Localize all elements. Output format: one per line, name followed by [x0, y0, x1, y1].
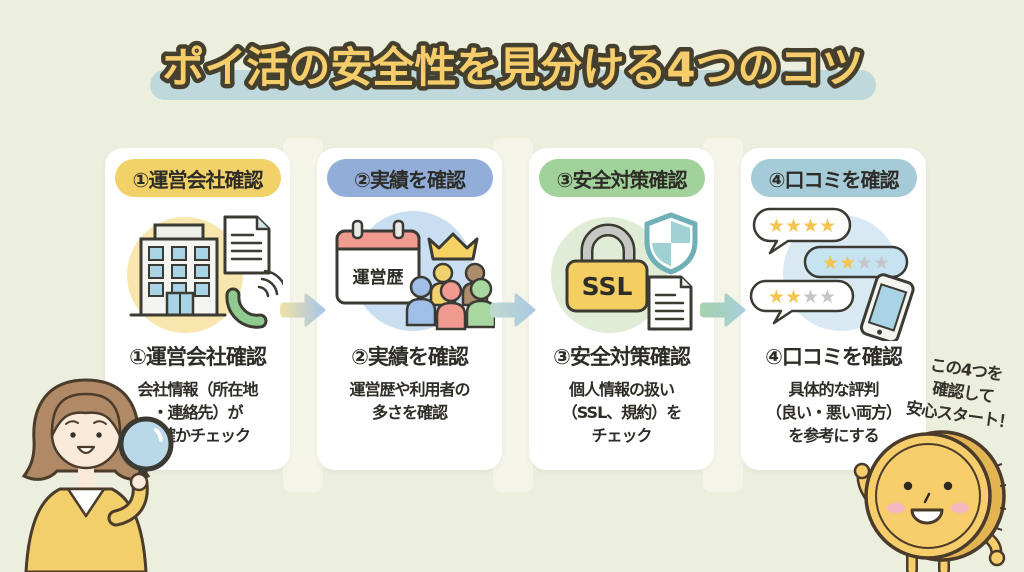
step-badge: ③安全対策確認 — [538, 159, 705, 197]
building-icon — [129, 223, 226, 317]
arrow-right-icon — [490, 293, 536, 327]
speech-bubble-icon: ★★★★ — [752, 207, 852, 255]
step-heading: ④口コミを確認 — [765, 345, 903, 369]
inner-shirt — [66, 487, 106, 518]
calendar-label: 運営歴 — [352, 267, 403, 288]
step-heading: ①運営会社確認 — [129, 345, 267, 369]
arrow-right-icon — [700, 293, 746, 327]
step-badge: ②実績を確認 — [326, 159, 493, 197]
people-icon — [405, 262, 495, 331]
phone-icon — [224, 269, 283, 329]
speech-bubble-icon: ★★★★ — [749, 279, 855, 325]
step-card-safety-check: ③安全対策確認 SSL — [529, 148, 714, 470]
page-title-outline: ポイ活の安全性を見分ける4つのコツ — [162, 43, 863, 92]
step-badge: ①運営会社確認 — [114, 159, 281, 197]
coin-edge-ridges — [995, 463, 1007, 531]
coin-face — [887, 481, 969, 525]
arrow-right-icon — [280, 293, 326, 327]
smartphone-icon — [859, 273, 915, 341]
ssl-lock-icon: SSL — [565, 223, 648, 313]
face-features — [65, 420, 107, 455]
step-heading: ②実績を確認 — [351, 345, 469, 369]
step-description: 個人情報の扱い （SSL、規約）を チェック — [561, 380, 683, 446]
step-description: 具体的な評判 （良い・悪い両方） を参考にする — [765, 380, 902, 446]
document-icon — [647, 275, 692, 331]
star-rating: ★★★★ — [822, 252, 890, 274]
shield-icon — [644, 212, 697, 275]
building-document-phone-icon — [126, 215, 283, 333]
star-rating: ★★★★ — [768, 215, 836, 237]
crown-icon — [427, 232, 478, 261]
step-card-reviews-check: ④口コミを確認 ★★★★ ★★★★ ★★★★ ④口コミを確認 具体的な評判 （良… — [741, 148, 926, 470]
title-highlight-bar — [150, 70, 876, 100]
step-card-track-record: ②実績を確認 運営歴 ②実績を確認 運営歴や利用者の 多さを確認 — [317, 148, 502, 470]
star-rating: ★★★★ — [768, 286, 836, 308]
hand — [129, 472, 149, 492]
coin-hand — [853, 462, 871, 480]
step-description: 会社情報（所在地 ・連絡先）が 明確かチェック — [137, 380, 258, 446]
document-icon — [223, 215, 270, 275]
coin-inner-ring — [875, 443, 981, 549]
calendar-crown-people-icon: 運営歴 — [335, 211, 495, 331]
calendar-icon: 運営歴 — [335, 219, 420, 305]
step-badge: ④口コミを確認 — [750, 159, 917, 197]
step-heading: ③安全対策確認 — [553, 345, 691, 369]
page-title-banner: ポイ活の安全性を見分ける4つのコツ ポイ活の安全性を見分ける4つのコツ — [150, 39, 876, 100]
smiling-coin-mascot — [853, 430, 1007, 572]
step-description: 運営歴や利用者の 多さを確認 — [349, 380, 470, 423]
review-bubbles-smartphone-icon: ★★★★ ★★★★ ★★★★ — [749, 207, 915, 341]
coin-hand — [988, 549, 1006, 567]
woman-with-magnifying-glass — [21, 378, 174, 572]
page-title: ポイ活の安全性を見分ける4つのコツ — [162, 43, 863, 92]
lock-label: SSL — [581, 272, 632, 301]
ssl-lock-shield-document-icon: SSL — [550, 212, 697, 333]
